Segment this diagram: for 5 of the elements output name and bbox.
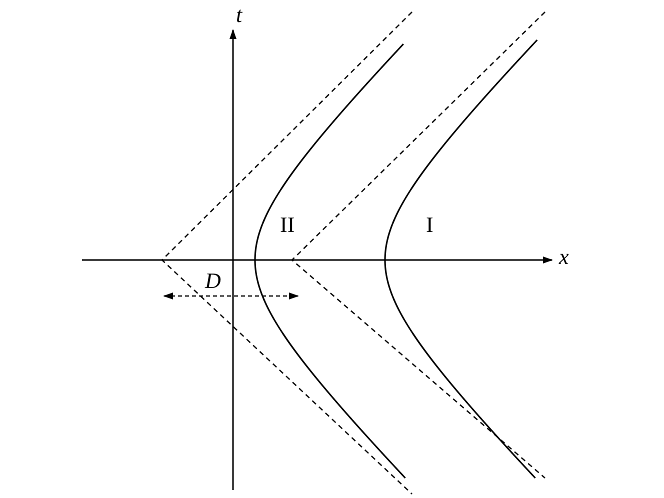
region-label: I — [426, 214, 434, 236]
axis-label: x — [559, 246, 569, 268]
dimension-label: D — [205, 270, 221, 292]
axis-label: t — [236, 4, 242, 26]
region-label: II — [280, 214, 295, 236]
